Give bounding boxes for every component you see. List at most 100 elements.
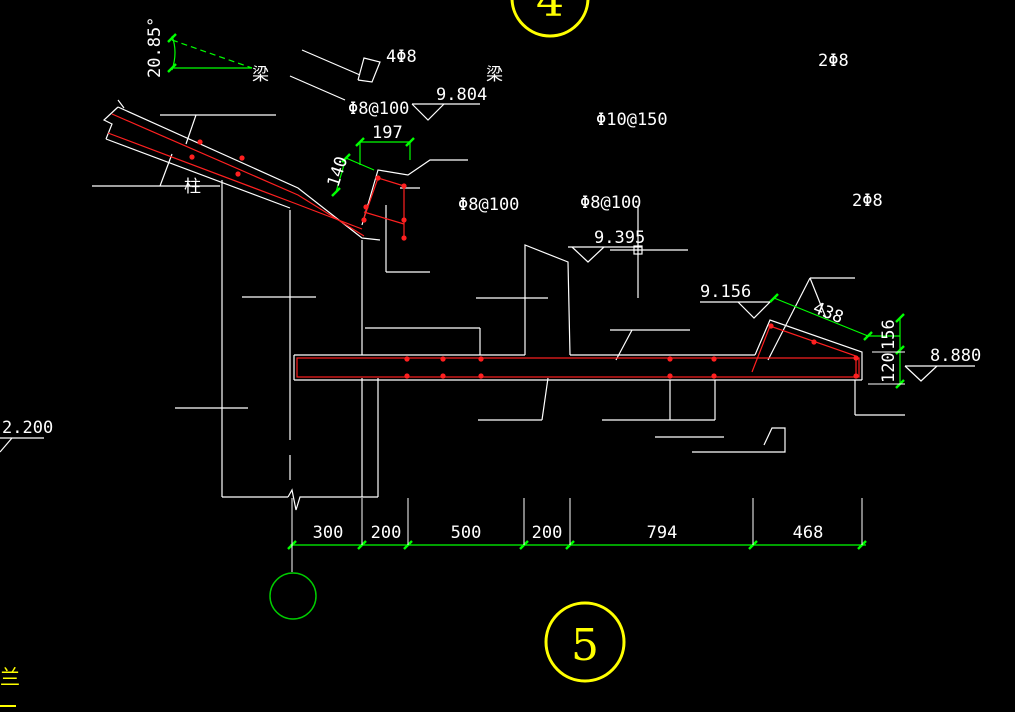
dim-tick (341, 153, 351, 163)
leader-7 (692, 427, 786, 453)
elev-triangle-9395 (571, 246, 605, 263)
leader-3b (615, 329, 633, 361)
dim-chain-200-a: 200 (371, 523, 402, 543)
dim-tick (863, 331, 873, 341)
elev-triangle-2200 (0, 437, 13, 453)
rebar-dot (478, 373, 484, 379)
rebar-dot (401, 183, 407, 189)
dim-chain-500: 500 (451, 523, 482, 543)
elev-triangle-9804 (411, 103, 445, 121)
dim-tick (167, 63, 177, 73)
elevation-8880: 8.880 (930, 346, 981, 366)
rebar-dot (401, 217, 407, 223)
dim-140-ext (345, 157, 375, 171)
elevation-2200: 2.200 (2, 418, 53, 438)
rebar-label-phi10-150: Φ10@150 (596, 110, 668, 130)
dim-label-140: 140 (324, 154, 353, 189)
column-break (287, 488, 378, 511)
leader-9c (809, 277, 827, 319)
rebar-dots (189, 139, 859, 379)
elevation-9156: 9.156 (700, 282, 751, 302)
axis-bubble-bottom-label: 5 (571, 620, 599, 671)
upstand-1 (524, 244, 571, 356)
rebar-dot (189, 154, 195, 160)
parapet-rebar (363, 177, 405, 238)
angle-ray-1 (171, 39, 253, 69)
dim-chain-794: 794 (647, 523, 678, 543)
dimension-ticks (167, 33, 905, 550)
rebar-label-2phi8-b: 2Φ8 (852, 191, 883, 211)
rebar-dot (440, 356, 446, 362)
leader-4b (541, 377, 549, 421)
rebar-dot (235, 171, 241, 177)
rebar-label-phi8-100-a: Φ8@100 (348, 99, 409, 119)
axis-bubble-top-label: 4 (536, 0, 564, 27)
beam-leader-a (301, 49, 361, 76)
axis-bubble-left (269, 572, 317, 620)
rebar-dot (361, 217, 367, 223)
cursor-box (633, 245, 643, 255)
dim-chain-468: 468 (793, 523, 824, 543)
dim-140-line (335, 157, 347, 193)
beam-label-top: 梁 (252, 65, 269, 85)
axis-bubble-top (510, 0, 590, 38)
angle-label: 20.85° (145, 17, 165, 78)
rebar-dot (404, 373, 410, 379)
break-line (102, 106, 119, 140)
dimension-group (171, 35, 901, 546)
sloped-beam-bottom (105, 138, 291, 209)
dim-chain-300: 300 (313, 523, 344, 543)
dim-tick (405, 137, 415, 147)
rebar-label-phi8-100-b: Φ8@100 (458, 195, 519, 215)
leader-column-angle (159, 153, 173, 187)
right-upstand (754, 319, 863, 380)
rebar-label-2phi8-a: 2Φ8 (818, 51, 849, 71)
rebar-dot (768, 323, 774, 329)
dim-438-line (773, 297, 869, 337)
sloped-beam-top (117, 106, 381, 241)
elevation-9395: 9.395 (594, 228, 645, 248)
rebar-dot (440, 373, 446, 379)
sloped-rebar-top (111, 113, 365, 237)
dimension-extensions (291, 351, 905, 572)
dim-tick (895, 345, 905, 355)
dim-tick (167, 33, 177, 43)
slab-rebar-cage (296, 357, 860, 378)
rebar-dot (401, 235, 407, 241)
elev-triangle-8880 (904, 365, 938, 382)
rebar-dot (711, 356, 717, 362)
dim-tick (769, 293, 779, 303)
rebar-dot (404, 356, 410, 362)
dim-tick (331, 187, 341, 197)
beam-label-right: 梁 (486, 65, 503, 85)
rebar-dot (853, 373, 859, 379)
break-mark (117, 99, 125, 109)
dim-label-120: 120 (879, 352, 899, 383)
rebar-dot (375, 175, 381, 181)
rebar-dot (853, 355, 859, 361)
rebar-label-phi8-100-c: Φ8@100 (580, 193, 641, 213)
dim-chain-200-b: 200 (532, 523, 563, 543)
concrete-outline (92, 49, 905, 511)
elevation-9804: 9.804 (436, 85, 487, 105)
dim-label-197: 197 (372, 123, 403, 143)
dim-tick (355, 137, 365, 147)
axis-bubble-bottom (544, 601, 626, 683)
beam-leader-b (289, 75, 346, 101)
elevation-symbols (0, 103, 975, 453)
elev-triangle-9156 (737, 301, 771, 319)
parapet-outline (361, 159, 468, 226)
text-labels: 20.85° 梁 梁 柱 4Φ8 Φ8@100 Φ10@150 Φ8@100 Φ… (2, 17, 981, 543)
dim-label-438: 438 (810, 298, 846, 328)
right-upstand-rebar (751, 325, 857, 377)
sloped-rebar-bottom (107, 132, 363, 230)
rebar-dot (667, 356, 673, 362)
leader-9b (767, 277, 811, 361)
leader-top-beam-b (185, 114, 197, 145)
dim-label-156: 156 (879, 319, 899, 350)
rebar-dot (667, 373, 673, 379)
parapet-tie (363, 211, 405, 225)
rebar-dot (197, 139, 203, 145)
rebar-dot (478, 356, 484, 362)
column-label: 柱 (184, 177, 201, 197)
